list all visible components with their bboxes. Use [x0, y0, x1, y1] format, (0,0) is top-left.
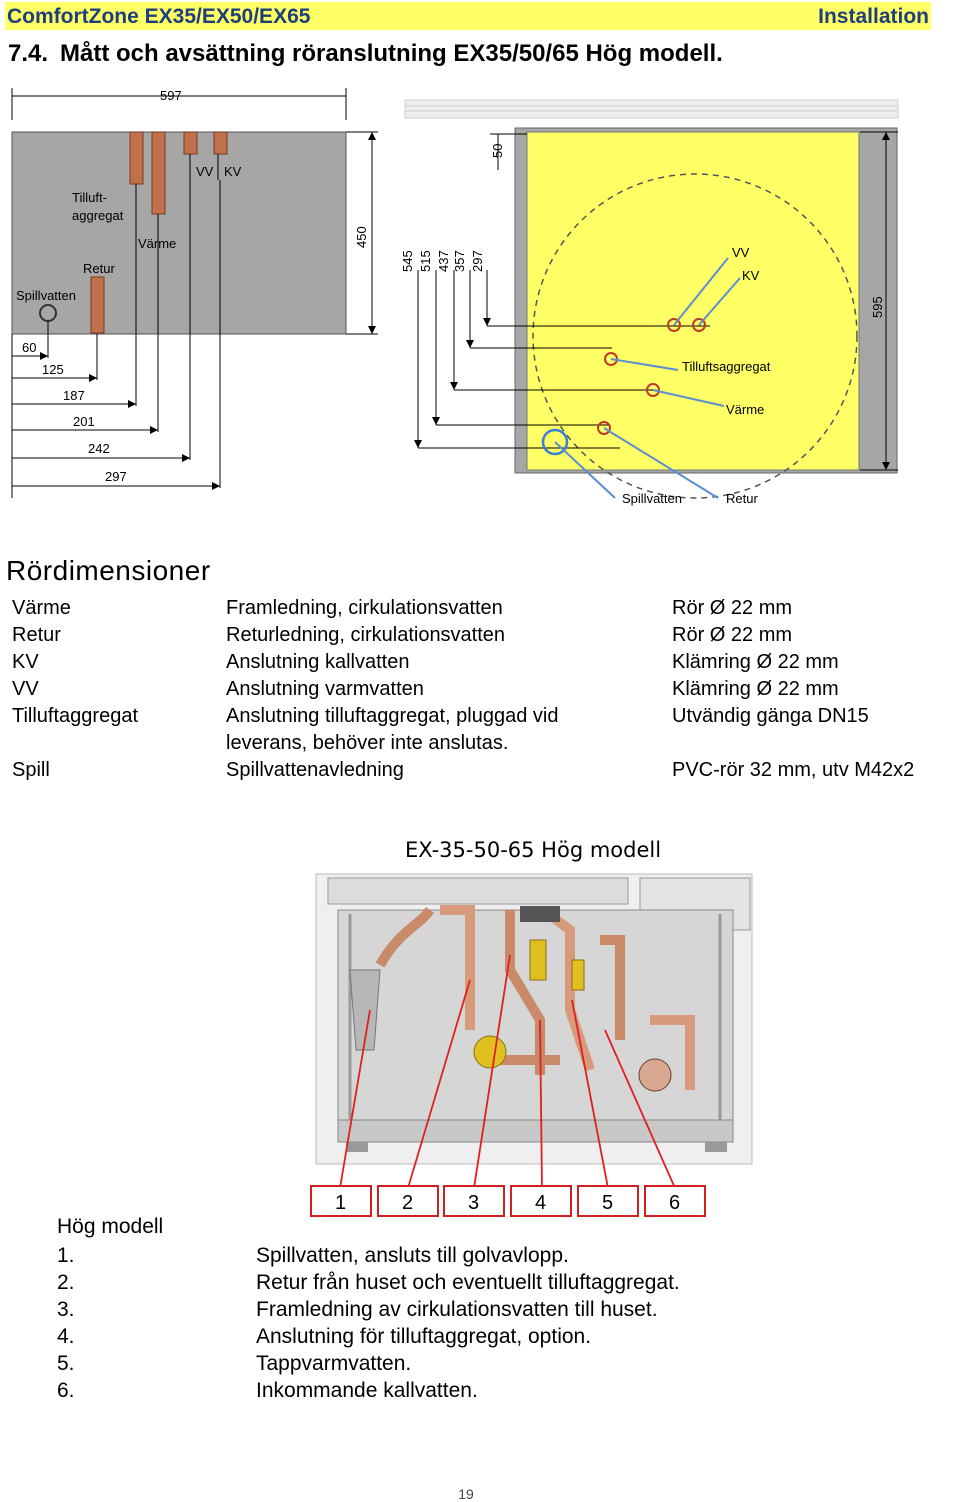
pipe-desc: Anslutning varmvatten [226, 678, 424, 700]
rordimensioner-title: Rördimensioner [6, 555, 211, 586]
section-number: 7.4. [8, 40, 49, 67]
callout-label-5: 5 [602, 1192, 613, 1214]
section-title: Mått och avsättning röranslutning EX35/5… [60, 40, 723, 67]
pipe-varme [151, 131, 166, 215]
pipe-retur [90, 276, 105, 334]
label-tilluft-2: aggregat [72, 208, 124, 223]
front-view: 50 545 515 437 357 297 595 [400, 99, 899, 506]
page-number: 19 [458, 1486, 474, 1502]
list-item-text: Spillvatten, ansluts till golvavlopp. [256, 1244, 569, 1267]
pipe-vv [183, 131, 198, 155]
pipe-kv [213, 131, 228, 155]
dimension-drawing: 597 VV KV Tilluft- aggregat Värme Retur … [11, 88, 899, 506]
callout-box-3 [443, 1185, 505, 1217]
list-item-number: 2. [57, 1271, 75, 1294]
dim-50: 50 [490, 144, 505, 158]
rlabel-kv: KV [742, 268, 760, 283]
header-product: ComfortZone EX35/EX50/EX65 [7, 5, 311, 28]
dim-60: 60 [22, 340, 36, 355]
section-heading: 7.4. Mått och avsättning röranslutning EX… [8, 40, 723, 68]
label-retur: Retur [83, 261, 115, 276]
conn-vv-circle [667, 318, 681, 332]
hog-modell-title: Hög modell [57, 1215, 164, 1238]
pipe-desc-continued: leverans, behöver inte anslutas. [226, 732, 509, 754]
pipe-name: VV [12, 678, 39, 700]
pipe-name: Retur [12, 624, 61, 646]
list-item-text: Tappvarmvatten. [256, 1352, 412, 1375]
callout-box-5 [577, 1185, 639, 1217]
label-vv: VV [196, 164, 214, 179]
pipe-name: Spill [12, 759, 50, 781]
dim-297-right: 297 [470, 250, 485, 272]
dim-125: 125 [42, 362, 64, 377]
pipe-dim: Utvändig gänga DN15 [672, 705, 869, 727]
pipe-name: Tilluftaggregat [12, 705, 138, 727]
gray-panel [11, 131, 347, 335]
pipe-photo-illustration [310, 870, 760, 1189]
pipe-name: KV [12, 651, 39, 673]
list-item-number: 4. [57, 1325, 75, 1348]
callout-label-4: 4 [535, 1192, 546, 1214]
dim-201: 201 [73, 414, 95, 429]
callout-label-1: 1 [335, 1192, 346, 1214]
dim-357: 357 [452, 250, 467, 272]
dim-595: 595 [870, 296, 885, 318]
pipe-desc: Anslutning tilluftaggregat, pluggad vid [226, 705, 559, 727]
label-spillvatten: Spillvatten [16, 288, 76, 303]
dim-242: 242 [88, 441, 110, 456]
list-item-text: Inkommande kallvatten. [256, 1379, 478, 1402]
label-varme: Värme [138, 236, 176, 251]
label-kv: KV [224, 164, 242, 179]
callout-box-1 [310, 1185, 372, 1217]
rlabel-vv: VV [732, 245, 750, 260]
rlabel-retur: Retur [726, 491, 758, 506]
label-tilluft-1: Tilluft- [72, 190, 107, 205]
list-item-text: Retur från huset och eventuellt tillufta… [256, 1271, 680, 1294]
rlabel-varme: Värme [726, 402, 764, 417]
dim-515: 515 [418, 250, 433, 272]
header-section: Installation [818, 5, 929, 28]
dim-450: 450 [354, 226, 369, 248]
list-item-number: 1. [57, 1244, 75, 1267]
pipe-tilluft [129, 131, 144, 185]
dim-597: 597 [160, 88, 182, 103]
pipe-dim: Klämring Ø 22 mm [672, 651, 839, 673]
pipe-name: Värme [12, 597, 71, 619]
dashed-circle [532, 173, 858, 499]
pipe-desc: Returledning, cirkulationsvatten [226, 624, 506, 646]
top-view: 597 VV KV Tilluft- aggregat Värme Retur … [11, 88, 378, 498]
list-item-text: Anslutning för tilluftaggregat, option. [256, 1325, 592, 1348]
callout-label-2: 2 [402, 1192, 413, 1214]
pipe-desc: Framledning, cirkulationsvatten [226, 597, 503, 619]
page-header: ComfortZone EX35/EX50/EX65 Installation [5, 2, 931, 30]
dim-437: 437 [436, 250, 451, 272]
callout-box-4 [510, 1185, 572, 1217]
conn-spillvatten-circle [541, 428, 569, 456]
list-item-number: 3. [57, 1298, 75, 1321]
list-item-number: 6. [57, 1379, 75, 1402]
dim-187: 187 [63, 388, 85, 403]
callout-label-6: 6 [669, 1192, 680, 1214]
rlabel-spillvatten: Spillvatten [622, 491, 682, 506]
callout-box-2 [377, 1185, 439, 1217]
dim-545: 545 [400, 250, 415, 272]
list-item-number: 5. [57, 1352, 75, 1375]
dim-297: 297 [105, 469, 127, 484]
pipe-dim: PVC-rör 32 mm, utv M42x2 [672, 759, 915, 781]
pipe-desc: Spillvattenavledning [226, 759, 404, 781]
callout-label-3: 3 [468, 1192, 479, 1214]
callout-row: 1 2 3 4 5 6 [310, 1185, 706, 1217]
pipe-desc: Anslutning kallvatten [226, 651, 410, 673]
photo-title: EX-35-50-65 Hög modell [405, 838, 662, 862]
pipe-dim: Rör Ø 22 mm [672, 597, 793, 619]
conn-retur-circle [597, 421, 611, 435]
pipe-dim: Klämring Ø 22 mm [672, 678, 839, 700]
pipe-dim: Rör Ø 22 mm [672, 624, 793, 646]
conn-kv-circle [692, 318, 706, 332]
rlabel-tilluftsaggregat: Tilluftsaggregat [682, 359, 771, 374]
callout-box-6 [644, 1185, 706, 1217]
list-item-text: Framledning av cirkulationsvatten till h… [256, 1298, 658, 1321]
conn-varme-circle [646, 383, 660, 397]
